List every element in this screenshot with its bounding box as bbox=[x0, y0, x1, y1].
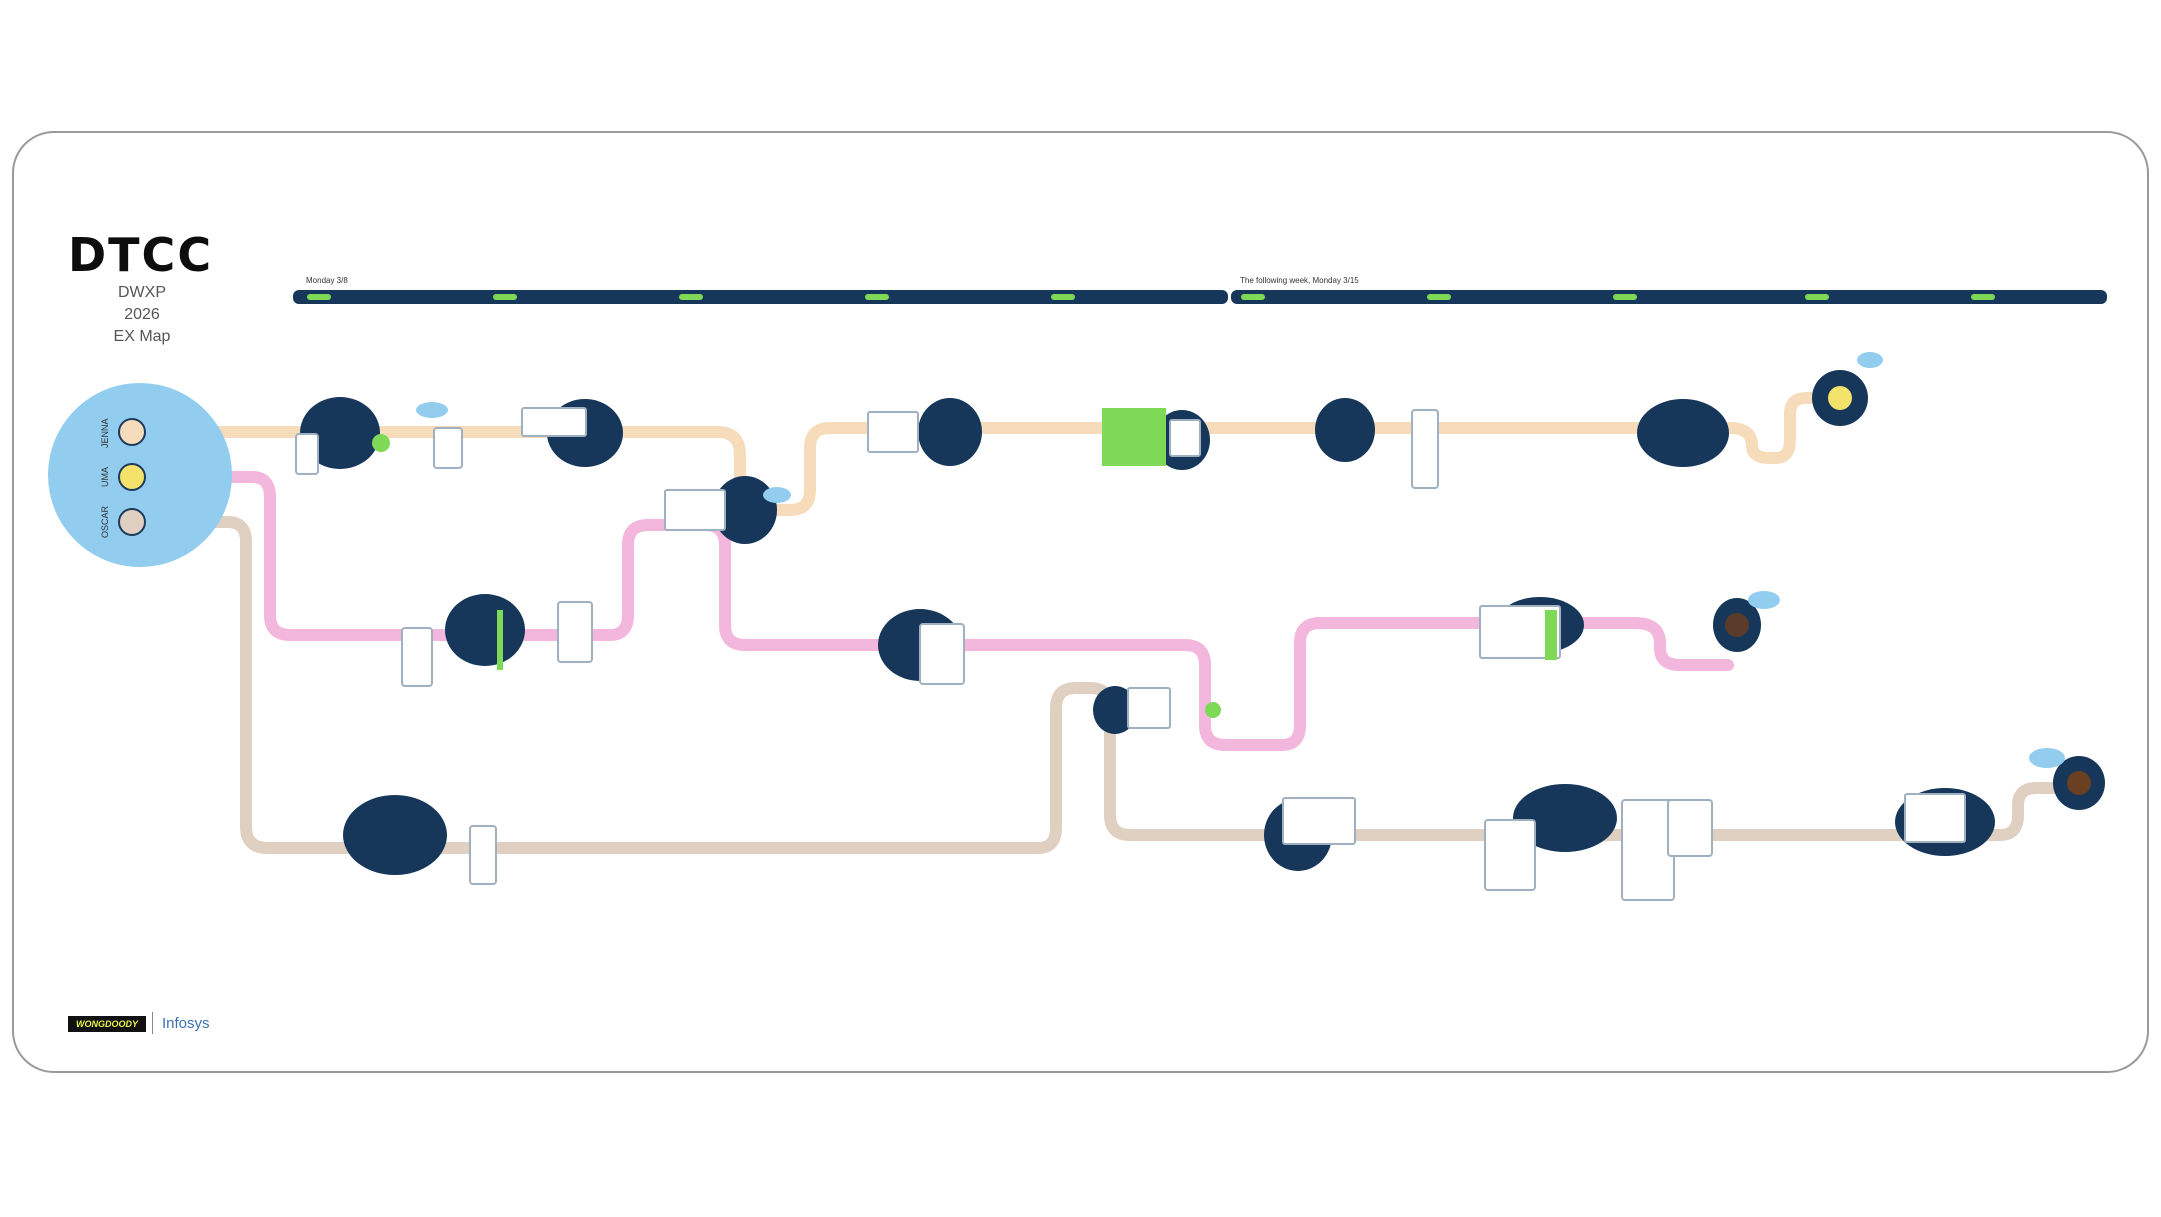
persona-name-oscar: OSCAR bbox=[100, 505, 110, 538]
wongdoody-logo: WONGDOODY bbox=[68, 1016, 146, 1032]
persona-name-jenna: JENNA bbox=[100, 418, 110, 448]
oscar-journey-path bbox=[144, 516, 2076, 854]
map-frame bbox=[12, 131, 2149, 1073]
timeline-bar-week2 bbox=[1231, 290, 2107, 304]
map-title-line1: DWXP bbox=[118, 284, 166, 301]
avatar-oscar[interactable] bbox=[118, 508, 146, 536]
jenna-journey-path bbox=[144, 392, 1846, 516]
timeline-bar-week1 bbox=[293, 290, 1228, 304]
avatar-jenna[interactable] bbox=[118, 418, 146, 446]
map-title-line2: 2026 bbox=[124, 306, 160, 323]
dtcc-logo: DTCC bbox=[68, 228, 214, 282]
avatar-uma[interactable] bbox=[118, 463, 146, 491]
persona-name-uma: UMA bbox=[100, 467, 110, 487]
footer-divider bbox=[152, 1012, 153, 1034]
infosys-logo: Infosys bbox=[162, 1015, 210, 1032]
map-title-line3: EX Map bbox=[113, 328, 171, 345]
timeline-label-week2: The following week, Monday 3/15 bbox=[1240, 276, 1359, 285]
timeline-label-week1: Monday 3/8 bbox=[306, 276, 348, 285]
